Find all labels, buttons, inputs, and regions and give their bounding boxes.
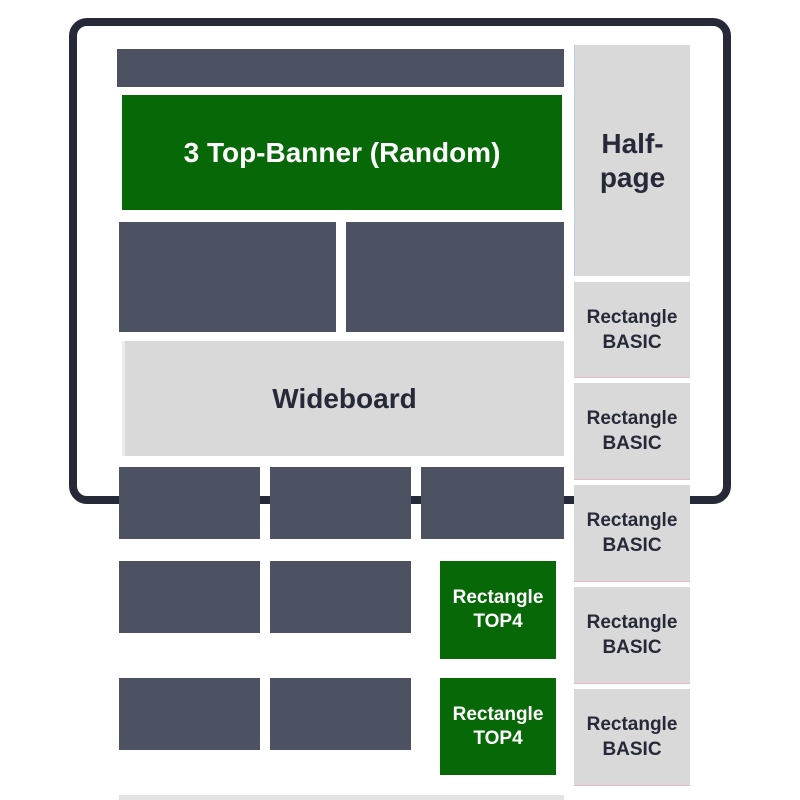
rectangle-basic-label-line2: BASIC (602, 331, 662, 353)
halfpage-slot: Half- page (574, 45, 690, 276)
rectangle-basic-slot: Rectangle BASIC (574, 587, 690, 684)
rectangle-basic-label-line2: BASIC (602, 739, 662, 760)
rectangle-basic-label-line2: BASIC (602, 433, 662, 454)
content-block (119, 678, 260, 750)
header-bar (117, 49, 564, 87)
rectangle-basic-slot: Rectangle BASIC (574, 485, 690, 582)
rectangle-basic-slot: Rectangle BASIC (574, 383, 690, 480)
rectangle-basic-label-line2: BASIC (602, 535, 662, 556)
rectangle-top4-label-line2: TOP4 (473, 611, 523, 632)
top-banner-label: 3 Top-Banner (Random) (183, 136, 501, 168)
wideboard-label: Wideboard (272, 382, 417, 414)
content-block (421, 467, 564, 539)
wideboard-slot: Wideboard (122, 341, 564, 456)
content-block (119, 467, 260, 539)
rectangle-basic-slot: Rectangle BASIC (574, 282, 690, 378)
rectangle-top4-label-line1: Rectangle (452, 587, 544, 608)
content-block (270, 561, 411, 633)
rectangle-basic-slot: Rectangle BASIC (574, 689, 690, 786)
rectangle-top4-slot: Rectangle TOP4 (440, 678, 556, 775)
content-block (119, 561, 260, 633)
halfpage-label-line2: page (599, 161, 666, 193)
rectangle-basic-label-line1: Rectangle (586, 714, 678, 735)
top-banner-slot: 3 Top-Banner (Random) (122, 95, 562, 210)
rectangle-basic-label-line1: Rectangle (586, 408, 678, 429)
rectangle-basic-label-line1: Rectangle (586, 306, 678, 328)
bottom-strip (119, 795, 564, 800)
rectangle-top4-label-line1: Rectangle (452, 703, 544, 725)
content-block (119, 222, 336, 332)
rectangle-basic-label-line1: Rectangle (586, 612, 678, 633)
content-block (346, 222, 564, 332)
rectangle-top4-slot: Rectangle TOP4 (440, 561, 556, 659)
rectangle-basic-label-line1: Rectangle (586, 510, 678, 531)
rectangle-top4-label-line2: TOP4 (473, 727, 523, 749)
content-block (270, 678, 411, 750)
halfpage-label-line1: Half- (601, 127, 664, 159)
rectangle-basic-label-line2: BASIC (602, 637, 662, 658)
content-block (270, 467, 411, 539)
